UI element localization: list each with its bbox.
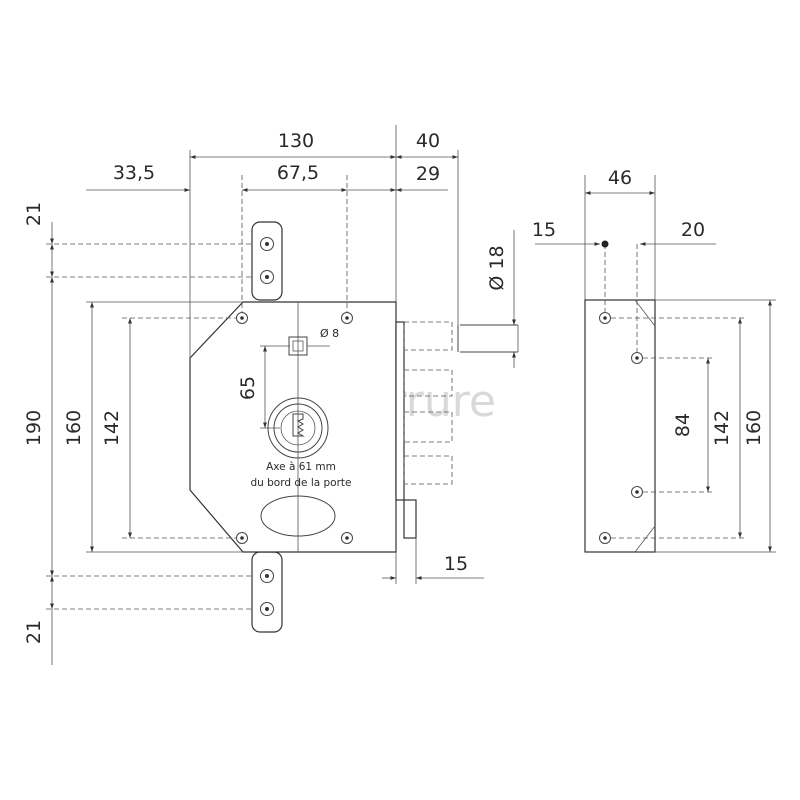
- dim-bolt-throw: 40: [416, 130, 440, 152]
- lock-bolts: [403, 321, 518, 485]
- dim-edge-to-bolt: 29: [416, 163, 440, 185]
- top-strike-plate: [251, 221, 283, 301]
- dim-cylinder-to-handle: 65: [237, 376, 259, 400]
- dim-faceplate: 15: [444, 553, 468, 575]
- dim-total-width: 130: [278, 130, 314, 152]
- dim-spindle: Ø 8: [320, 327, 339, 340]
- dim-side-width: 46: [608, 167, 632, 189]
- dim-bottom-plate: 21: [23, 620, 45, 644]
- faceplate: [395, 321, 405, 501]
- dim-top-plate: 21: [23, 202, 45, 226]
- dim-bolt-diameter: Ø 18: [486, 245, 508, 290]
- dim-left-offset: 33,5: [113, 162, 155, 184]
- dim-side-inner-holes: 84: [672, 413, 694, 437]
- handle-hole: [260, 495, 336, 537]
- dim-total-height: 190: [23, 410, 45, 446]
- dim-side-left-edge: 15: [532, 219, 556, 241]
- axis-note-line1: Axe à 61 mm: [266, 461, 336, 473]
- axis-note-line2: du bord de la porte: [250, 477, 351, 489]
- dim-case-height: 160: [63, 410, 85, 446]
- dim-side-right-edge: 20: [681, 219, 705, 241]
- mounting-holes: [236, 312, 353, 544]
- dim-hole-spacing: 67,5: [277, 162, 319, 184]
- dim-hole-height: 142: [101, 410, 123, 446]
- lock-side-view: 46 15 20 84 142 160: [532, 167, 776, 553]
- lock-front-view: Axe à 61 mm du bord de la porte 130 40 3…: [23, 125, 519, 665]
- dim-side-height: 160: [743, 410, 765, 446]
- side-case: [584, 299, 656, 553]
- bottom-strike-plate: [251, 551, 283, 633]
- dim-side-outer-holes: 142: [711, 410, 733, 446]
- side-holes: [599, 312, 643, 544]
